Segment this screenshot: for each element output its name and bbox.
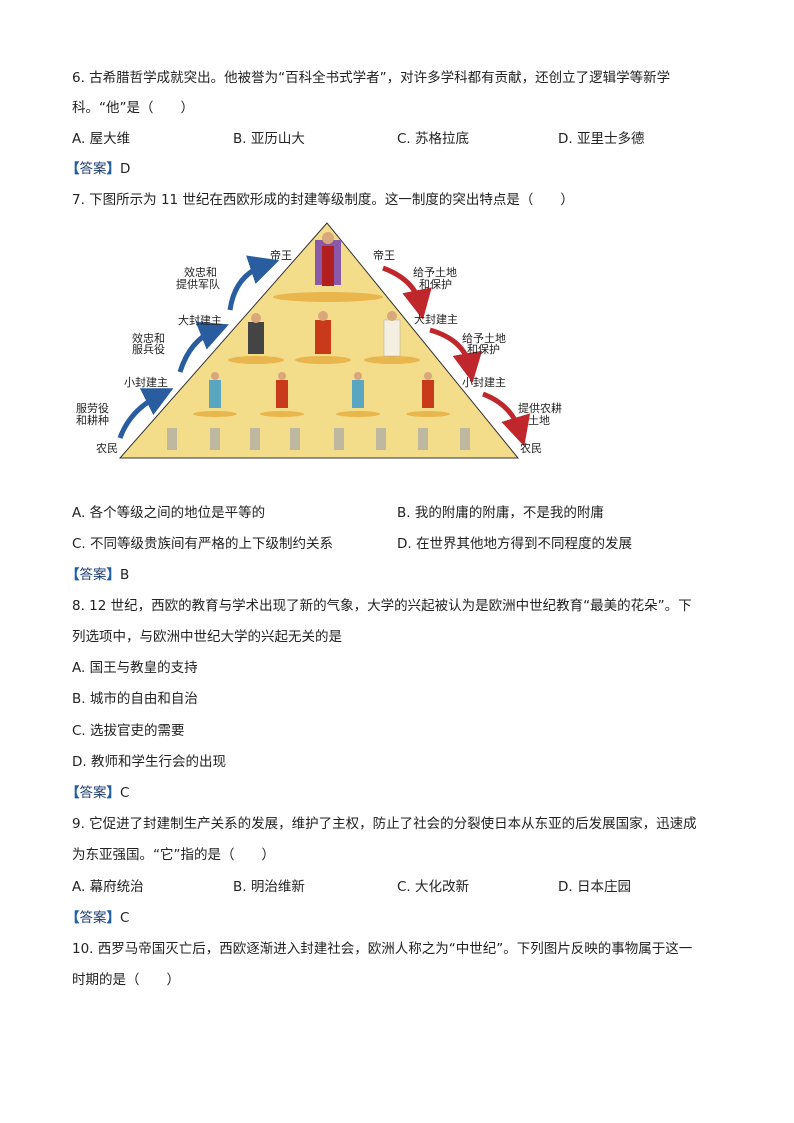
king-platform	[273, 292, 383, 302]
q8-option-d: D. 教师和学生行会的出现	[72, 754, 226, 770]
label-right-protection2: 和保护	[467, 342, 500, 356]
q7-answer: 【答案】B	[66, 567, 130, 583]
q9-option-a: A. 幕府统治	[72, 879, 144, 895]
arrow-great-lord-to-king	[227, 255, 280, 311]
label-right-give-land2: 给予土地	[462, 332, 506, 345]
label-left-army: 提供军队	[176, 277, 220, 291]
q6-option-c: C. 苏格拉底	[397, 131, 470, 147]
up-arrows-loyalty	[117, 255, 280, 439]
q8-stem-line1: 8. 12 世纪，西欧的教育与学术出现了新的气象，大学的兴起被认为是欧洲中世纪教…	[72, 598, 692, 614]
vassal-platforms	[193, 411, 450, 417]
q6-option-a: A. 屋大维	[72, 131, 131, 147]
label-right-king: 帝王	[373, 248, 395, 262]
q6-option-d: D. 亚里士多德	[558, 131, 645, 147]
label-right-land: 土地	[528, 414, 550, 427]
label-left-loyalty2: 效忠和	[132, 331, 165, 345]
q9-option-b: B. 明治维新	[233, 879, 305, 895]
q7-stem-line1: 7. 下图所示为 11 世纪在西欧形成的封建等级制度。这一制度的突出特点是（ ）	[72, 192, 574, 208]
q8-option-b: B. 城市的自由和自治	[72, 691, 198, 707]
arrow-lesser-to-great-lord	[177, 321, 229, 373]
arrow-king-to-great-lord	[382, 265, 432, 320]
q10-stem-line1: 10. 西罗马帝国灭亡后，西欧逐渐进入封建社会，欧洲人称之为“中世纪”。下列图片…	[72, 941, 693, 957]
arrow-lesser-lord-to-peasant	[482, 391, 531, 447]
arrow-great-lord-to-lesser-lord	[429, 327, 483, 383]
q6-answer: 【答案】D	[66, 161, 131, 177]
label-left-farming: 和耕种	[76, 413, 109, 427]
down-arrows-land	[382, 265, 531, 447]
great-lord-figures	[248, 311, 401, 357]
king-figure	[315, 232, 341, 286]
q9-option-c: C. 大化改新	[397, 879, 470, 895]
q6-stem-line2: 科。“他”是（ ）	[72, 100, 194, 116]
q6-option-b: B. 亚历山大	[233, 131, 305, 147]
label-right-great-lord: 大封建主	[414, 312, 458, 326]
label-left-peasant: 农民	[96, 441, 118, 455]
q9-stem-line2: 为东亚强国。“它”指的是（ ）	[72, 847, 275, 863]
arrow-peasant-to-lesser-lord	[117, 388, 174, 439]
q7-option-d: D. 在世界其他地方得到不同程度的发展	[397, 536, 632, 552]
q7-option-c: C. 不同等级贵族间有严格的上下级制约关系	[72, 536, 334, 552]
q6-stem-line1: 6. 古希腊哲学成就突出。他被誉为“百科全书式学者”，对许多学科都有贡献，还创立…	[72, 70, 671, 86]
q9-stem-line1: 9. 它促进了封建制生产关系的发展，维护了主权，防止了社会的分裂使日本从东亚的后…	[72, 816, 697, 832]
q8-option-c: C. 选拔官吏的需要	[72, 723, 185, 739]
q8-stem-line2: 列选项中，与欧洲中世纪大学的兴起无关的是	[72, 629, 342, 645]
q7-option-b: B. 我的附庸的附庸，不是我的附庸	[397, 505, 604, 521]
label-right-provide-farming: 提供农耕	[518, 401, 562, 415]
q9-answer: 【答案】C	[66, 910, 130, 926]
label-right-give-land1: 给予土地	[413, 266, 457, 279]
label-left-king: 帝王	[270, 248, 292, 262]
label-left-labor: 服劳役	[76, 401, 109, 415]
lesser-lord-figures	[209, 372, 434, 408]
q9-option-d: D. 日本庄园	[558, 879, 631, 895]
label-left-lesser-lord: 小封建主	[124, 375, 168, 389]
q10-stem-line2: 时期的是（ ）	[72, 972, 180, 988]
q8-option-a: A. 国王与教皇的支持	[72, 660, 198, 676]
label-left-loyalty1: 效忠和	[184, 265, 217, 279]
label-right-lesser-lord: 小封建主	[462, 375, 506, 389]
lord-platforms	[228, 356, 420, 364]
label-left-great-lord: 大封建主	[178, 313, 222, 327]
q8-answer: 【答案】C	[66, 785, 130, 801]
label-right-protection1: 和保护	[419, 277, 452, 291]
q7-option-a: A. 各个等级之间的地位是平等的	[72, 505, 266, 521]
peasant-figures	[167, 428, 470, 450]
label-right-peasant: 农民	[520, 441, 542, 455]
label-left-military-service: 服兵役	[132, 342, 165, 356]
